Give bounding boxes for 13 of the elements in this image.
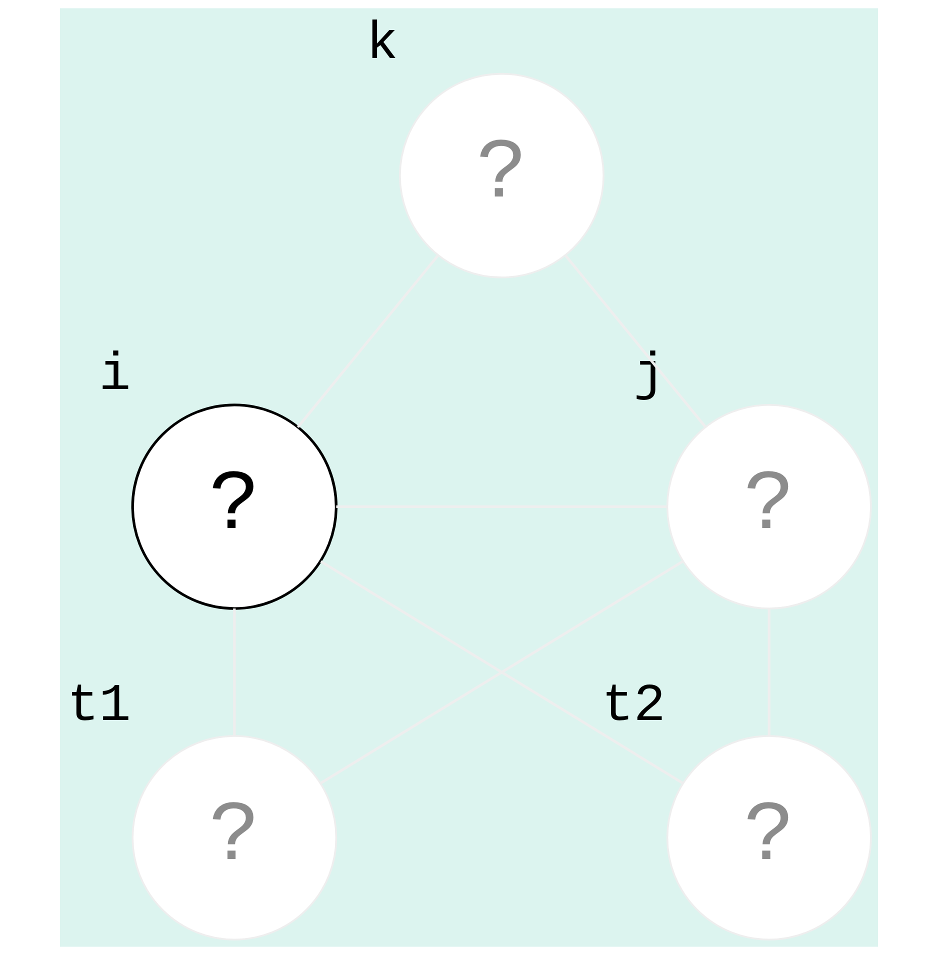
node-circle: ? bbox=[131, 404, 338, 610]
node-label: t2 bbox=[602, 676, 666, 736]
node-label: j bbox=[634, 344, 666, 405]
node-circle: ? bbox=[666, 404, 872, 610]
node-label: k bbox=[366, 14, 398, 74]
node-label: t1 bbox=[67, 676, 131, 736]
node-circle: ? bbox=[666, 735, 872, 940]
connector bbox=[320, 560, 684, 784]
node-label: i bbox=[98, 344, 131, 405]
node-circle: ? bbox=[399, 72, 604, 278]
connector bbox=[296, 255, 439, 428]
node-circle: ? bbox=[132, 735, 338, 940]
connector bbox=[564, 255, 707, 428]
